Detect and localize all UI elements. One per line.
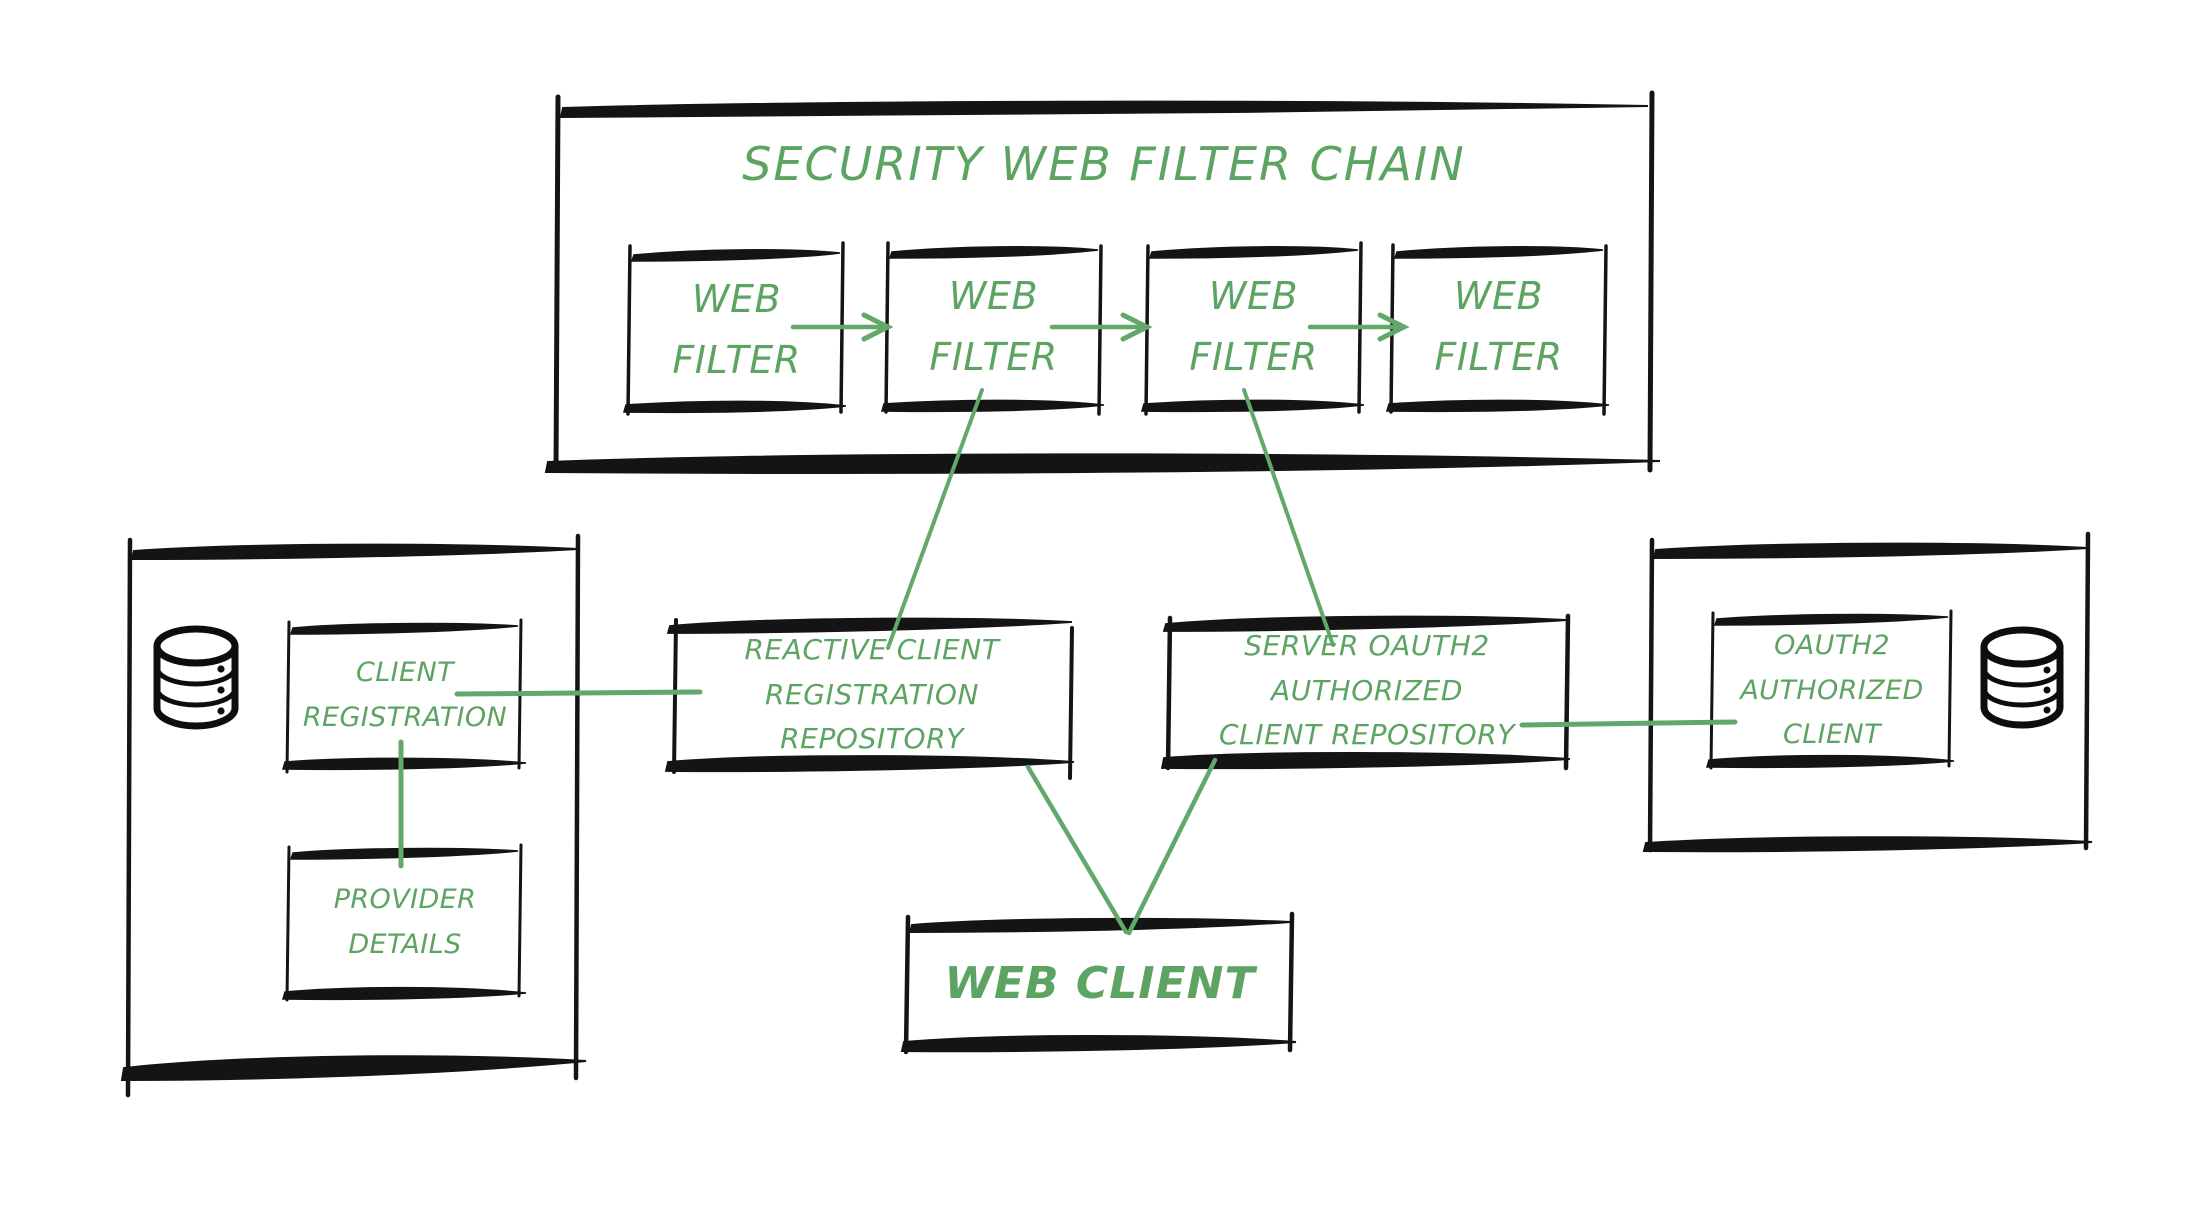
web-filter-3-box[interactable] bbox=[1148, 243, 1359, 414]
web-filter-4-box[interactable] bbox=[1393, 243, 1604, 414]
database-icon-right-target bbox=[1984, 627, 2062, 729]
reactive-client-registration-repository-label: REACTIVE CLIENT REGISTRATION REPOSITORY bbox=[744, 632, 1000, 756]
client-registration-label: CLIENT REGISTRATION bbox=[302, 657, 508, 733]
web-filter-2-label: WEB FILTER bbox=[929, 274, 1058, 379]
web-filter-1-box[interactable] bbox=[630, 246, 843, 414]
connector-reactive-repo-web-client bbox=[1025, 764, 1129, 935]
database-icon-left-target bbox=[157, 625, 237, 730]
web-filter-2-box[interactable] bbox=[888, 243, 1099, 414]
provider-details-label: PROVIDER DETAILS bbox=[333, 883, 477, 960]
web-filter-4-label: WEB FILTER bbox=[1434, 274, 1563, 379]
web-filter-1-label: WEB FILTER bbox=[672, 277, 801, 382]
filter-chain-title: SECURITY WEB FILTER CHAIN bbox=[742, 137, 1466, 192]
client-registration-box[interactable] bbox=[287, 620, 521, 772]
web-filter-3-label: WEB FILTER bbox=[1189, 274, 1318, 379]
provider-details-box[interactable] bbox=[287, 845, 521, 1000]
server-oauth2-authorized-client-repository-label: SERVER OAUTH2 AUTHORIZED CLIENT REPOSITO… bbox=[1218, 628, 1516, 752]
web-client-box[interactable] bbox=[904, 914, 1294, 1052]
connector-server-repo-web-client bbox=[1126, 757, 1218, 936]
web-client-label: WEB CLIENT bbox=[944, 957, 1256, 1009]
server-oauth2-authorized-client-repository-box[interactable] bbox=[1164, 614, 1570, 768]
oauth2-authorized-client-label: OAUTH2 AUTHORIZED CLIENT bbox=[1740, 630, 1924, 751]
reactive-client-registration-repository-box[interactable] bbox=[668, 616, 1074, 772]
oauth2-authorized-client-box[interactable] bbox=[1711, 611, 1951, 768]
